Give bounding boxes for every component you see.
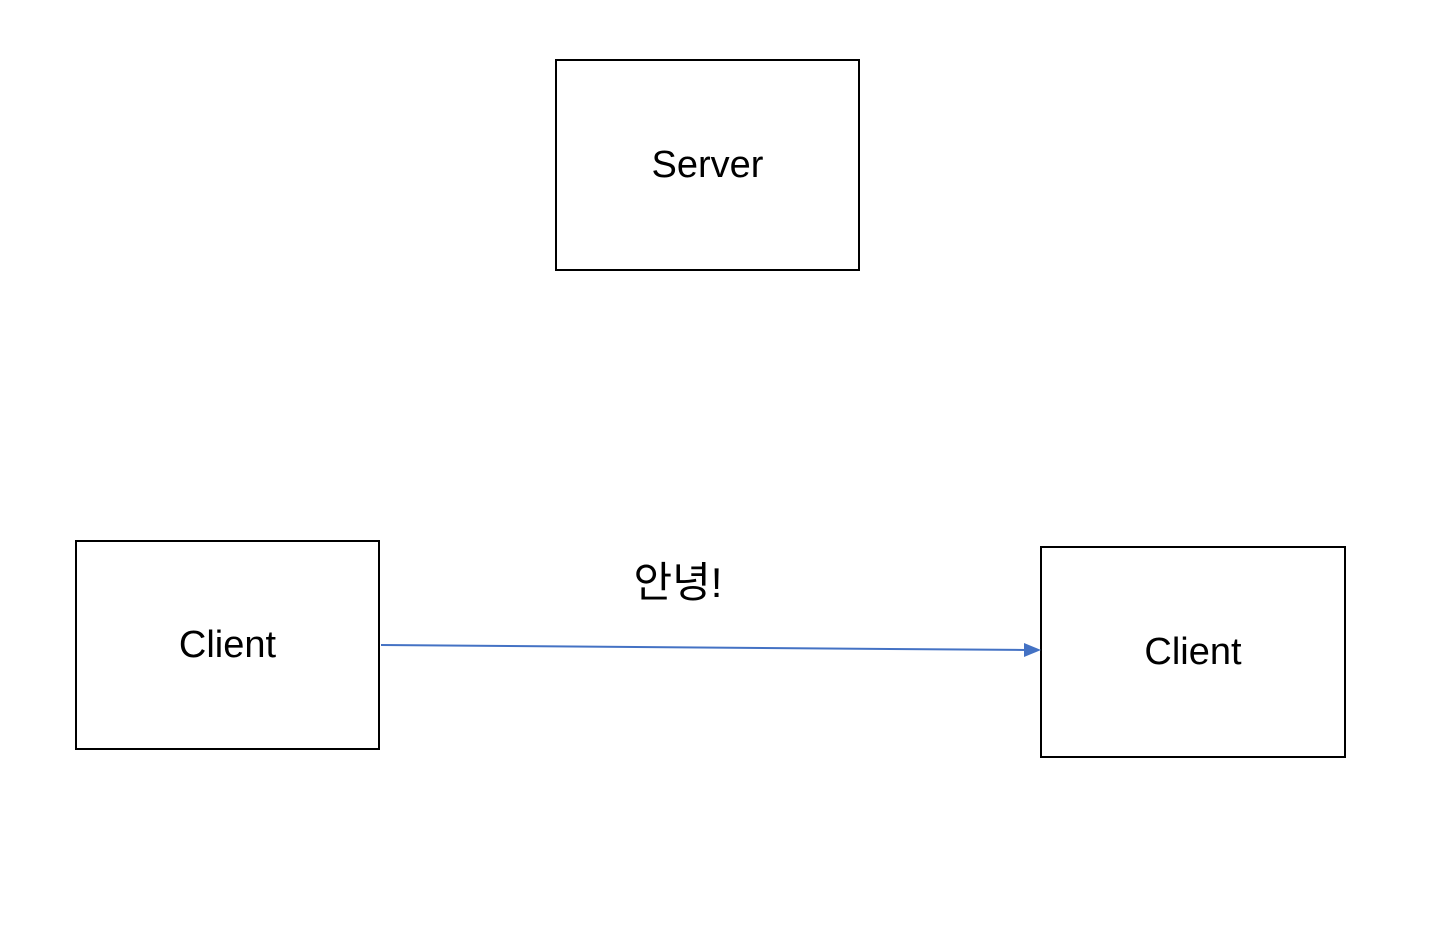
node-server[interactable]: Server [555, 59, 860, 271]
arrow-head-icon [1024, 643, 1041, 657]
node-client-left[interactable]: Client [75, 540, 380, 750]
node-client-right-label: Client [1144, 630, 1242, 673]
node-client-left-label: Client [178, 623, 277, 666]
edge-label: 안녕! [633, 559, 723, 606]
node-server-label: Server [651, 143, 764, 186]
node-client-right[interactable]: Client [1040, 546, 1346, 758]
arrow-line-client-to-client[interactable] [380, 644, 1027, 651]
